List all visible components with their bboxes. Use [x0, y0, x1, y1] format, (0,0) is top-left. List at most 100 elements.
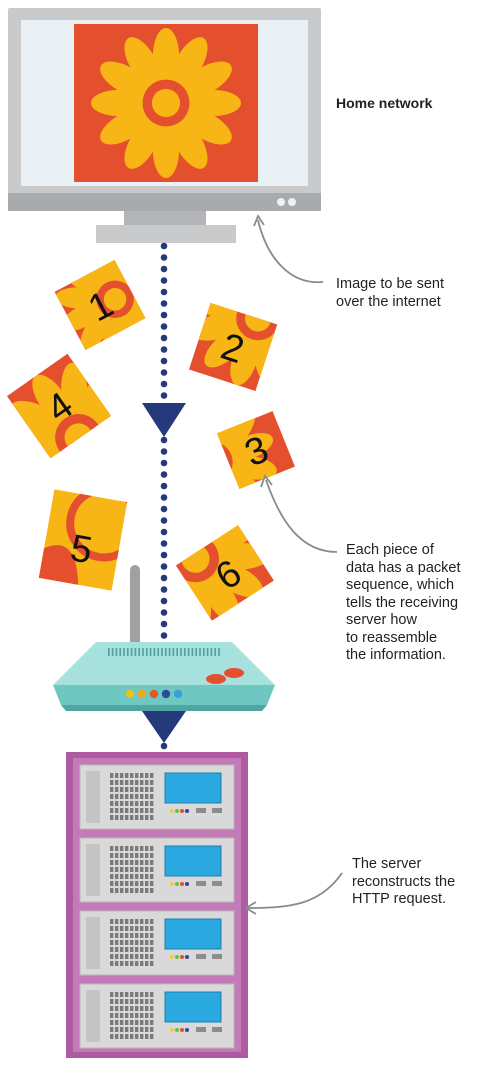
router-antenna — [130, 565, 140, 655]
server-vent — [110, 940, 114, 945]
server-vent — [115, 867, 119, 872]
server-vent — [145, 1006, 149, 1011]
server-led-icon — [185, 955, 189, 959]
vent-slot — [199, 648, 201, 656]
vent-slot — [134, 648, 137, 656]
server-vent — [115, 881, 119, 886]
server-led-icon — [175, 882, 179, 886]
server-vent — [115, 815, 119, 820]
server-vent — [145, 919, 149, 924]
vent-slot — [195, 648, 197, 656]
server-vent — [145, 860, 149, 865]
path-dot — [160, 277, 168, 284]
server-vent — [120, 808, 124, 813]
server-vent — [115, 888, 119, 893]
server-vent — [120, 1013, 124, 1018]
server-unit — [79, 764, 235, 830]
server-vent — [150, 1013, 154, 1018]
vent-slot — [130, 648, 133, 656]
server-vent — [130, 1034, 134, 1039]
server-vent — [125, 815, 129, 820]
server-vent — [115, 801, 119, 806]
server-vent — [120, 815, 124, 820]
router-light-icon — [173, 689, 183, 699]
server-vent — [120, 794, 124, 799]
server-vent — [130, 888, 134, 893]
server-vent — [130, 794, 134, 799]
server-vent — [135, 940, 139, 945]
server-vent — [125, 961, 129, 966]
server-vent — [120, 787, 124, 792]
server-vent — [150, 926, 154, 931]
server-vent — [120, 888, 124, 893]
server-vent — [110, 992, 114, 997]
path-dot — [160, 311, 168, 319]
server-button-icon — [196, 881, 206, 886]
server-vent — [145, 947, 149, 952]
server-vent — [150, 801, 154, 806]
router-light-icon — [161, 689, 171, 699]
router-base — [61, 705, 267, 711]
path-dot — [160, 597, 168, 605]
server-vent — [130, 940, 134, 945]
server-vent — [140, 1013, 144, 1018]
server-vent — [130, 867, 134, 872]
server-vent — [150, 881, 154, 886]
server-vent — [140, 794, 144, 799]
monitor-neck — [124, 211, 206, 225]
path-dot — [160, 505, 168, 513]
server-vent — [110, 961, 114, 966]
server-vent — [110, 1020, 114, 1025]
server-vent — [110, 926, 114, 931]
router-light-icon — [125, 689, 135, 699]
server-vent — [115, 961, 119, 966]
server-vent — [145, 933, 149, 938]
server-button-icon — [196, 808, 206, 813]
server-vent — [125, 940, 129, 945]
server-vent — [135, 853, 139, 858]
server-vent — [145, 940, 149, 945]
server-vent — [150, 999, 154, 1004]
arrow-head-icon — [260, 474, 273, 488]
caption-line: HTTP request. — [352, 891, 447, 907]
server-vent — [115, 1034, 119, 1039]
path-dot — [160, 448, 168, 455]
packet-caption: Each piece of data has a packet sequence… — [346, 542, 460, 665]
server-vent — [140, 860, 144, 865]
server-vent — [150, 1006, 154, 1011]
router-vents — [108, 648, 220, 656]
vent-slot — [210, 648, 213, 656]
server-vent — [140, 1020, 144, 1025]
server-vent — [145, 1027, 149, 1032]
vent-slot — [165, 648, 167, 656]
server-vent — [115, 787, 119, 792]
path-dot — [160, 357, 168, 365]
vent-slot — [146, 648, 148, 656]
server-vent — [140, 780, 144, 785]
server-vent — [120, 780, 124, 785]
server-vent — [135, 954, 139, 959]
path-dot — [160, 586, 168, 593]
vent-slot — [123, 648, 125, 656]
server-vent — [130, 919, 134, 924]
router-button-icon — [206, 674, 226, 684]
server-button-icon — [196, 954, 206, 959]
server-vent — [115, 780, 119, 785]
server-vent — [115, 773, 119, 778]
server-vent — [110, 808, 114, 813]
server-vent — [145, 846, 149, 851]
server-vent — [120, 933, 124, 938]
server-vent — [120, 919, 124, 924]
server-vent — [125, 1020, 129, 1025]
server-vent — [140, 867, 144, 872]
server-vent — [135, 773, 139, 778]
home-network-label: Home network — [336, 95, 433, 111]
packet-leader-line — [265, 479, 338, 553]
server-vent — [115, 947, 119, 952]
server-vent — [150, 1020, 154, 1025]
vent-slot — [218, 648, 220, 656]
server-handle — [86, 844, 100, 896]
server-vent — [140, 1006, 144, 1011]
server-vent — [125, 846, 129, 851]
server-vent — [130, 815, 134, 820]
